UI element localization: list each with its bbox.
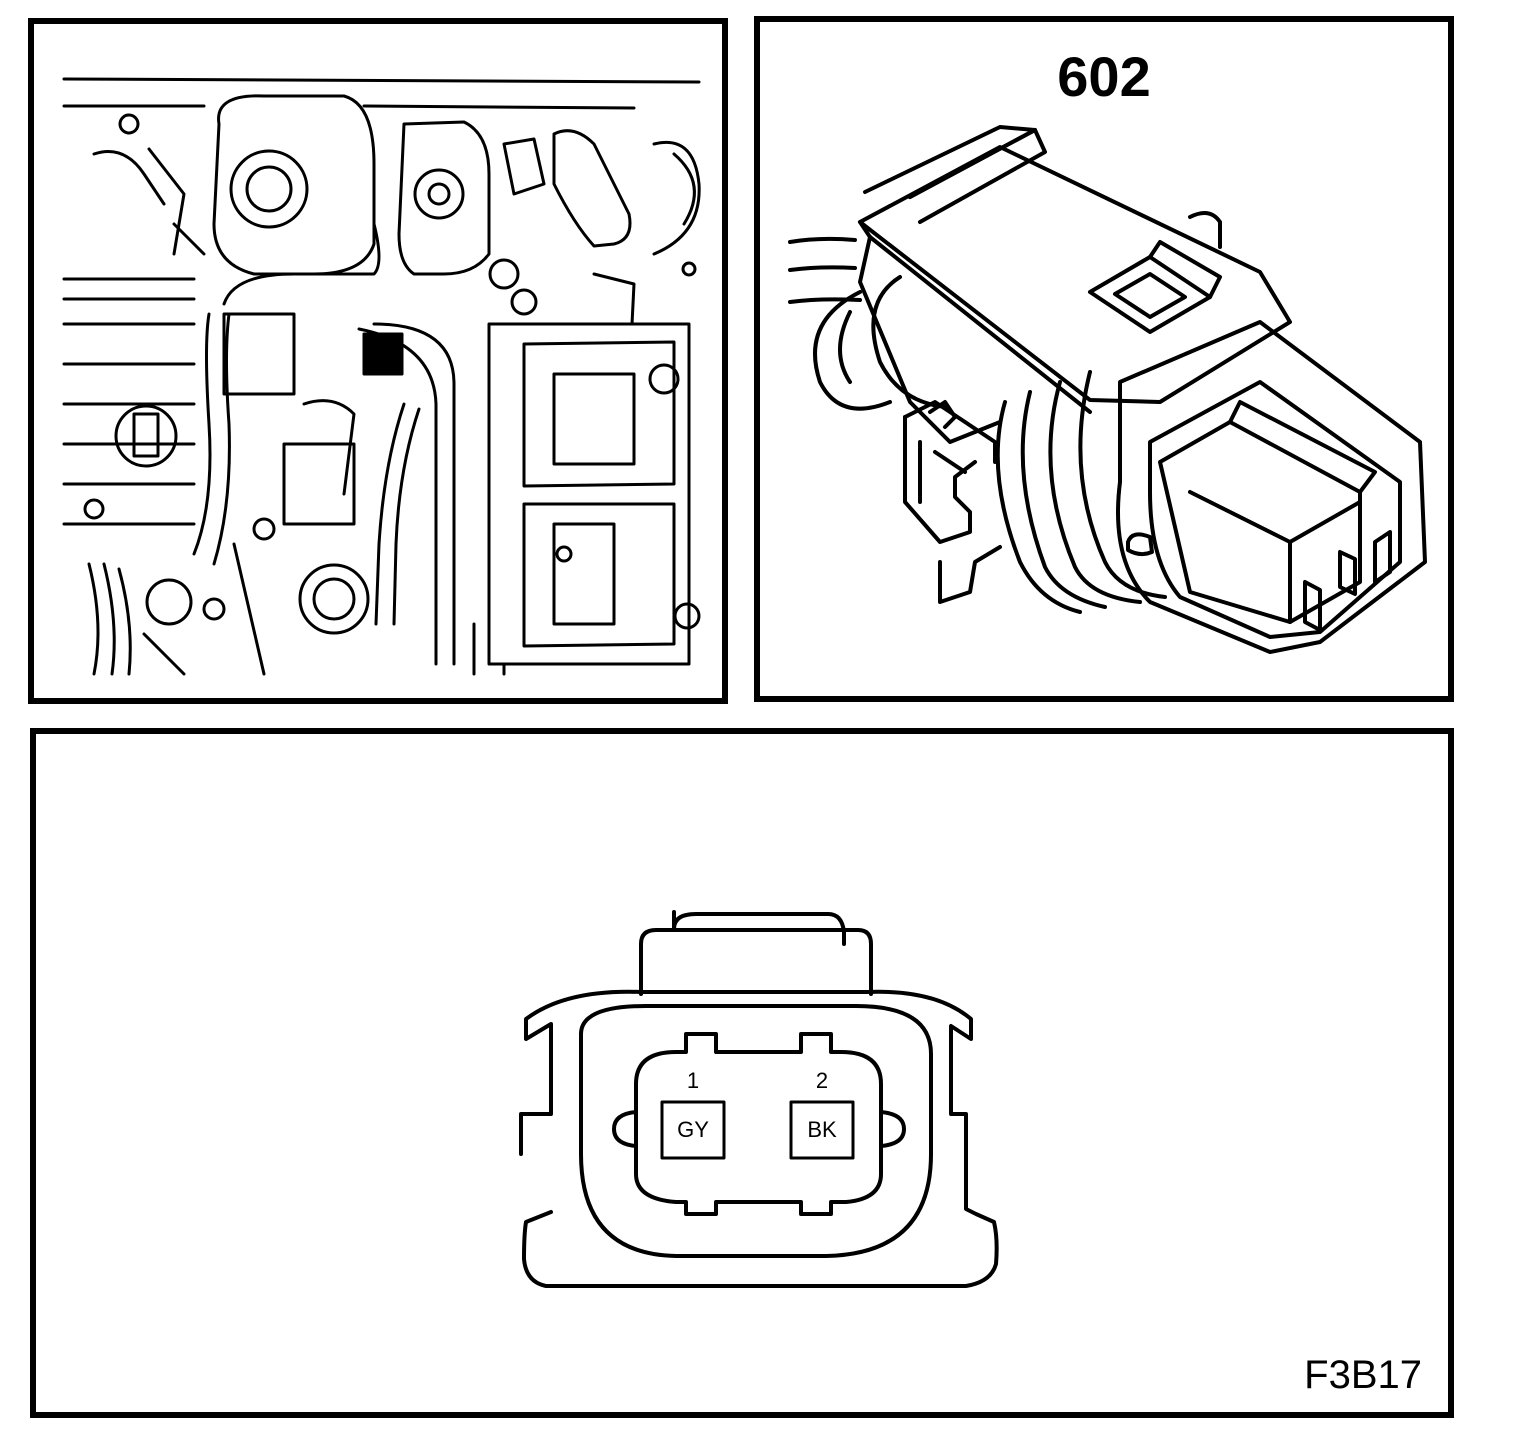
engine-bay-panel	[28, 18, 728, 704]
connector-view-panel: 602	[754, 16, 1454, 702]
connector-perspective-illustration	[788, 125, 1427, 654]
connector-face-illustration	[519, 910, 999, 1288]
pin-2-number: 2	[815, 1068, 829, 1093]
pin-2-wire-color: BK	[807, 1117, 837, 1142]
pin-1-number: 1	[686, 1068, 700, 1093]
pin-1-wire-color: GY	[677, 1117, 709, 1142]
figure-code: F3B17	[1304, 1353, 1422, 1397]
connector-face-panel: 1 2 GY BK F3B17	[30, 728, 1454, 1418]
engine-bay-illustration	[62, 77, 701, 676]
connector-id: 602	[1057, 45, 1151, 108]
